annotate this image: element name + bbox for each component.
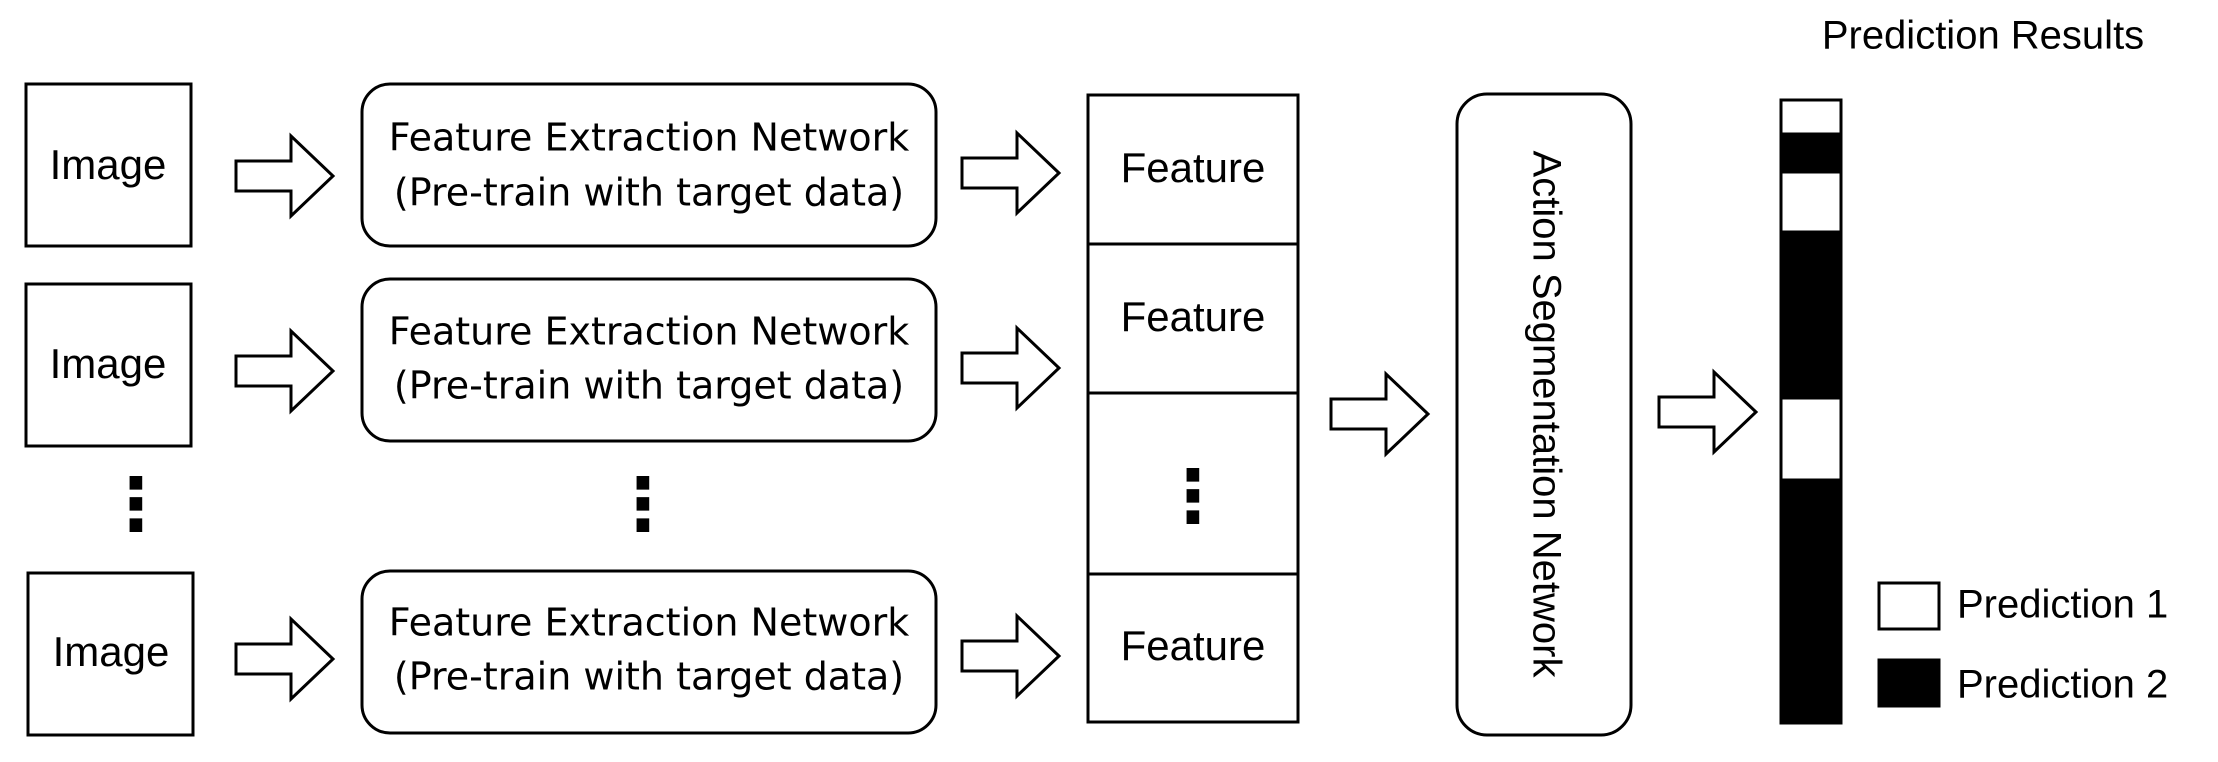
right-arrow-icon <box>234 134 335 218</box>
action-segmentation-network-label: Action Segmentation Network <box>1524 151 1568 679</box>
prediction-bar-outline <box>1779 98 1843 725</box>
vertical-ellipsis-icon: ⋮ <box>1157 457 1229 537</box>
prediction-segment <box>1779 396 1843 482</box>
right-arrow-icon <box>960 131 1061 215</box>
right-arrow-icon <box>1329 372 1430 456</box>
legend-swatch-prediction-2 <box>1877 658 1941 708</box>
legend-swatch-prediction-1 <box>1877 581 1941 631</box>
prediction-segment <box>1779 478 1843 725</box>
input-row-1: Image Feature Extraction Network (Pre-tr… <box>24 82 1061 248</box>
prediction-segment <box>1779 132 1843 174</box>
feature-cell <box>1086 93 1300 246</box>
action-segmentation-network: Action Segmentation Network <box>1455 92 1633 737</box>
image-box <box>26 571 195 737</box>
legend-label: Prediction 1 <box>1957 583 2168 627</box>
vertical-ellipsis-icon: ⋮ <box>100 465 172 545</box>
right-arrow-icon <box>960 326 1061 410</box>
prediction-segment <box>1779 98 1843 136</box>
prediction-results-title: Prediction Results <box>1822 14 2144 58</box>
image-label: Image <box>53 628 170 675</box>
network-title: Feature Extraction Network <box>389 601 909 645</box>
feature-extraction-network-box <box>360 82 938 248</box>
right-arrow-icon <box>1657 370 1758 454</box>
feature-extraction-network-box <box>360 569 938 735</box>
vertical-ellipsis-icon: ⋮ <box>607 465 679 545</box>
legend: Prediction 1 Prediction 2 <box>1877 581 2168 708</box>
input-row-2: Image Feature Extraction Network (Pre-tr… <box>24 277 1061 448</box>
feature-label: Feature <box>1121 144 1266 191</box>
prediction-bar <box>1779 98 1843 725</box>
network-title: Feature Extraction Network <box>389 310 909 354</box>
prediction-segment <box>1779 230 1843 400</box>
network-subtitle: (Pre-train with target data) <box>394 364 904 408</box>
input-row-3: Image Feature Extraction Network (Pre-tr… <box>26 569 1061 737</box>
prediction-segment <box>1779 170 1843 234</box>
feature-extraction-network-box <box>360 277 938 443</box>
network-subtitle: (Pre-train with target data) <box>394 655 904 699</box>
network-subtitle: (Pre-train with target data) <box>394 171 904 215</box>
network-title: Feature Extraction Network <box>389 116 909 160</box>
legend-label: Prediction 2 <box>1957 663 2168 707</box>
image-box <box>24 282 193 448</box>
feature-stack: Feature Feature ⋮ Feature <box>1086 93 1300 724</box>
feature-cell <box>1086 391 1300 576</box>
action-segmentation-network-box <box>1455 92 1633 737</box>
feature-label: Feature <box>1121 622 1266 669</box>
feature-label: Feature <box>1121 293 1266 340</box>
right-arrow-icon <box>234 329 335 413</box>
image-box <box>24 82 193 248</box>
right-arrow-icon <box>234 617 335 701</box>
right-arrow-icon <box>960 614 1061 698</box>
feature-cell <box>1086 572 1300 724</box>
image-label: Image <box>50 340 167 387</box>
image-label: Image <box>50 141 167 188</box>
